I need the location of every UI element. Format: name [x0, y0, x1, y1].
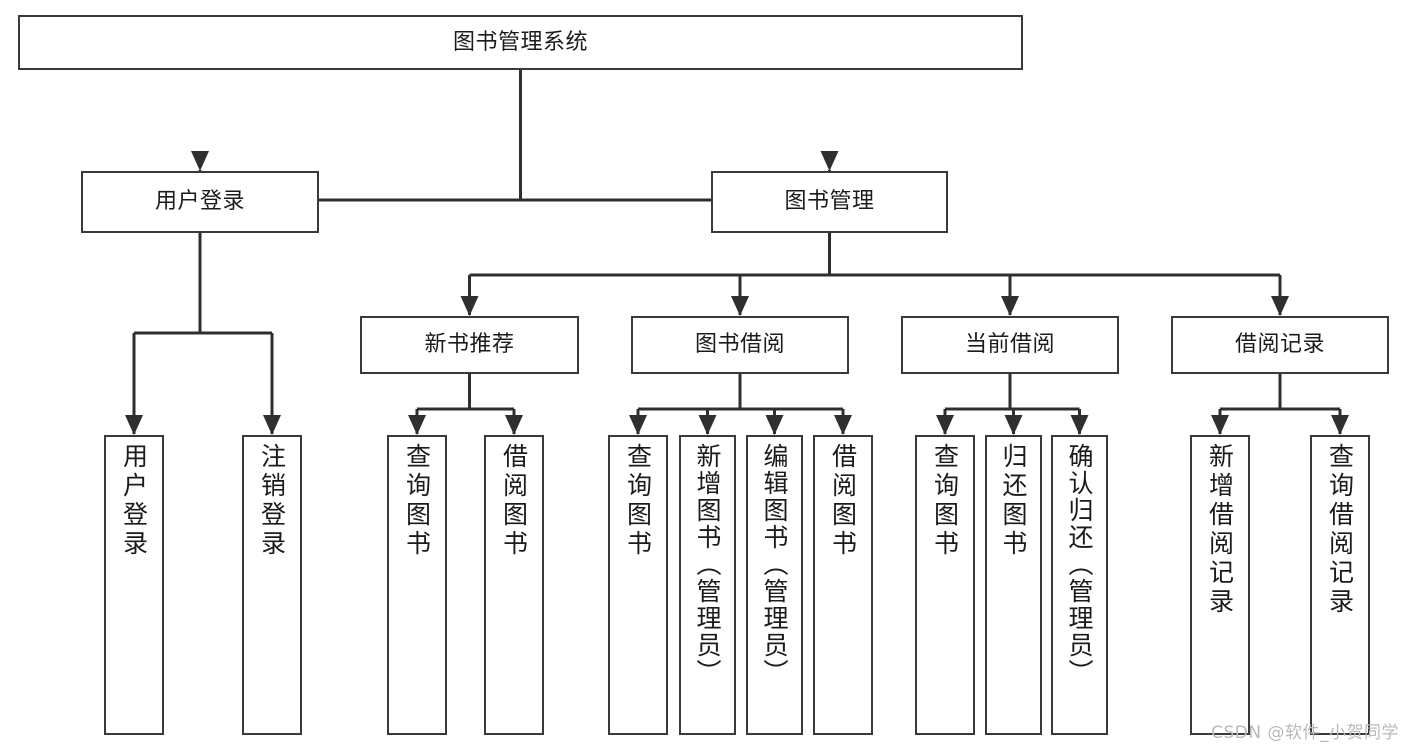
node-label-leaf-query-book-borrow: 查询图书: [623, 443, 653, 559]
node-user-login[interactable]: 用户登录: [81, 171, 319, 233]
csdn-watermark: CSDN @软件_小贺同学: [1211, 723, 1399, 743]
node-leaf-query-borrow-record[interactable]: 查询借阅记录: [1310, 435, 1370, 735]
connector-arrow-leaf-borrow-book: [834, 415, 852, 435]
connector-arrow-leaf-user-login: [125, 415, 143, 435]
node-label-new-book-recommend: 新书推荐: [424, 332, 515, 358]
node-label-leaf-user-logout: 注销登录: [257, 443, 287, 559]
node-leaf-add-book[interactable]: 新增图书（管理员）: [679, 435, 736, 735]
node-label-book-management: 图书管理: [784, 189, 875, 215]
node-leaf-borrow-book-rec[interactable]: 借阅图书: [484, 435, 544, 735]
node-label-leaf-add-borrow-record: 新增借阅记录: [1205, 443, 1235, 617]
node-label-root: 图书管理系统: [452, 29, 588, 55]
node-label-leaf-query-book-current: 查询图书: [930, 443, 960, 559]
node-leaf-query-book-current[interactable]: 查询图书: [915, 435, 975, 735]
node-leaf-return-book[interactable]: 归还图书: [985, 435, 1042, 735]
node-leaf-user-logout[interactable]: 注销登录: [242, 435, 302, 735]
node-borrow-record[interactable]: 借阅记录: [1171, 316, 1389, 374]
connector-arrow-leaf-borrow-book-rec: [505, 415, 523, 435]
node-label-current-borrow: 当前借阅: [964, 332, 1055, 358]
node-book-borrow[interactable]: 图书借阅: [631, 316, 849, 374]
connector-arrow-leaf-query-book-borrow: [629, 415, 647, 435]
node-leaf-edit-book[interactable]: 编辑图书（管理员）: [746, 435, 803, 735]
node-current-borrow[interactable]: 当前借阅: [901, 316, 1119, 374]
connector-arrow-user-login: [191, 151, 209, 171]
node-label-leaf-edit-book: 编辑图书（管理员）: [760, 443, 789, 686]
node-label-leaf-confirm-return: 确认归还（管理员）: [1065, 443, 1094, 686]
node-label-leaf-return-book: 归还图书: [999, 443, 1028, 559]
node-leaf-query-book-borrow[interactable]: 查询图书: [608, 435, 668, 735]
node-label-leaf-query-book-rec: 查询图书: [402, 443, 432, 559]
connector-arrow-leaf-add-book: [698, 415, 717, 435]
node-label-leaf-query-borrow-record: 查询借阅记录: [1325, 443, 1355, 617]
node-book-management[interactable]: 图书管理: [711, 171, 948, 233]
connector-arrow-leaf-user-logout: [263, 415, 281, 435]
node-leaf-confirm-return[interactable]: 确认归还（管理员）: [1051, 435, 1108, 735]
node-leaf-add-borrow-record[interactable]: 新增借阅记录: [1190, 435, 1250, 735]
node-label-leaf-add-book: 新增图书（管理员）: [693, 443, 722, 686]
node-leaf-user-login[interactable]: 用户登录: [104, 435, 164, 735]
node-new-book-recommend[interactable]: 新书推荐: [360, 316, 579, 374]
node-label-leaf-borrow-book-rec: 借阅图书: [499, 443, 529, 559]
connector-arrow-leaf-add-borrow-record: [1211, 415, 1229, 435]
node-label-borrow-record: 借阅记录: [1234, 332, 1325, 358]
connector-arrow-leaf-query-book-rec: [408, 415, 426, 435]
connector-arrow-leaf-return-book: [1004, 415, 1023, 435]
connector-arrow-new-book-recommend: [460, 296, 479, 316]
node-leaf-query-book-rec[interactable]: 查询图书: [387, 435, 447, 735]
connector-arrow-leaf-edit-book: [765, 415, 784, 435]
connector-arrow-leaf-confirm-return: [1070, 415, 1089, 435]
connector-arrow-current-borrow: [1001, 296, 1019, 316]
connector-arrow-book-borrow: [731, 296, 749, 316]
node-label-leaf-borrow-book: 借阅图书: [828, 443, 858, 559]
node-label-user-login: 用户登录: [154, 189, 245, 215]
node-leaf-borrow-book[interactable]: 借阅图书: [813, 435, 873, 735]
node-label-book-borrow: 图书借阅: [694, 332, 785, 358]
connector-arrow-book-management: [820, 151, 839, 171]
connector-arrow-borrow-record: [1271, 296, 1289, 316]
node-root[interactable]: 图书管理系统: [18, 15, 1023, 70]
connector-arrow-leaf-query-book-current: [936, 415, 954, 435]
node-label-leaf-user-login: 用户登录: [119, 443, 149, 559]
connector-arrow-leaf-query-borrow-record: [1331, 415, 1349, 435]
